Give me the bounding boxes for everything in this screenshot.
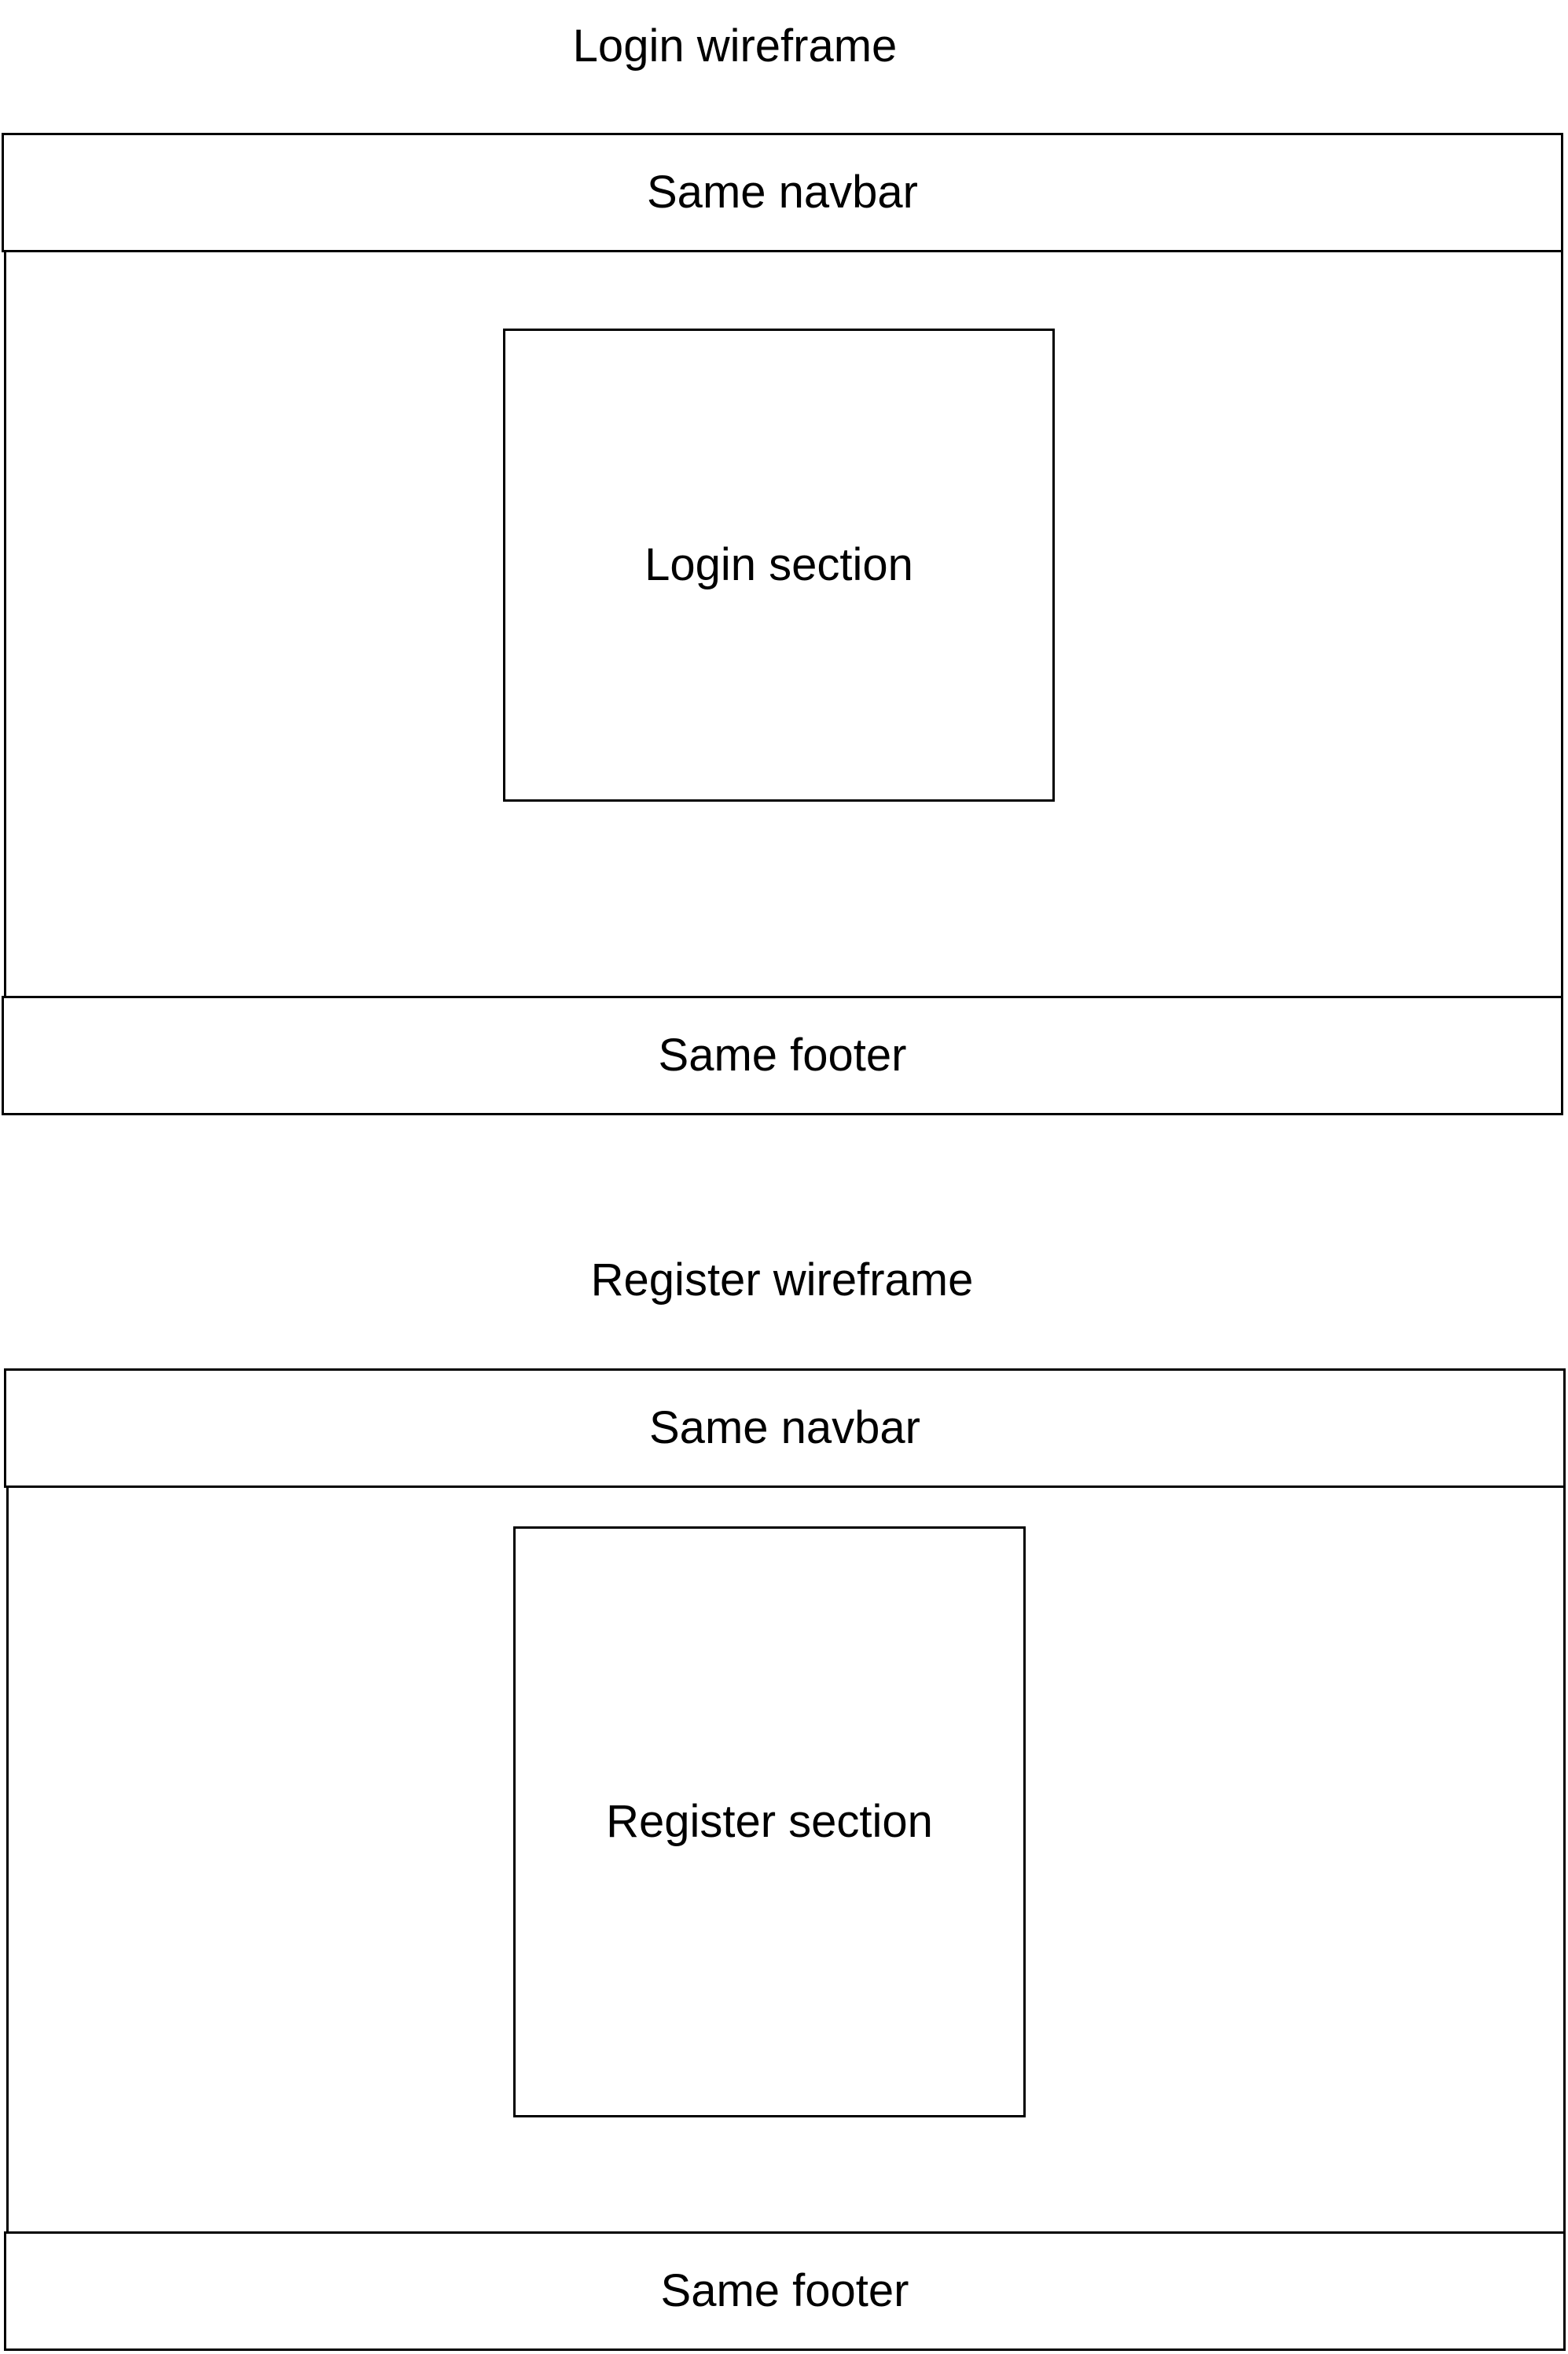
register-footer-label: Same footer — [660, 2265, 909, 2316]
register-wireframe-title: Register wireframe — [590, 1254, 974, 1306]
login-footer: Same footer — [2, 996, 1563, 1115]
login-section-label: Login section — [644, 539, 913, 590]
register-navbar: Same navbar — [4, 1368, 1566, 1488]
register-navbar-label: Same navbar — [649, 1402, 920, 1453]
register-footer: Same footer — [4, 2231, 1566, 2351]
login-navbar: Same navbar — [2, 133, 1563, 252]
login-footer-label: Same footer — [658, 1030, 907, 1081]
register-section-label: Register section — [606, 1796, 933, 1847]
register-section: Register section — [513, 1526, 1026, 2117]
login-section: Login section — [503, 329, 1055, 802]
login-navbar-label: Same navbar — [647, 167, 918, 218]
login-wireframe-title: Login wireframe — [572, 20, 898, 72]
